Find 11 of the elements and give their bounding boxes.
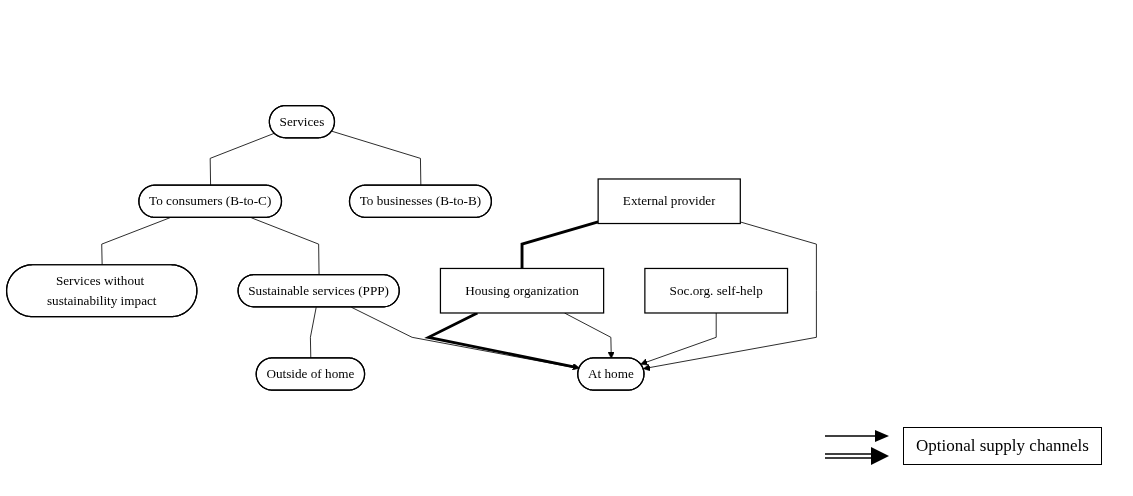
connector (101, 217, 171, 266)
node-box: Soc.org. self-help (644, 268, 789, 314)
connector (520, 220, 599, 269)
node-box: Housing organization (439, 268, 605, 314)
connector (350, 306, 580, 370)
legend-text: Optional supply channels (903, 427, 1102, 465)
connector (250, 217, 320, 276)
node-box: External provider (597, 178, 741, 225)
connector (209, 133, 275, 187)
connector (310, 306, 317, 359)
connector (331, 131, 422, 187)
